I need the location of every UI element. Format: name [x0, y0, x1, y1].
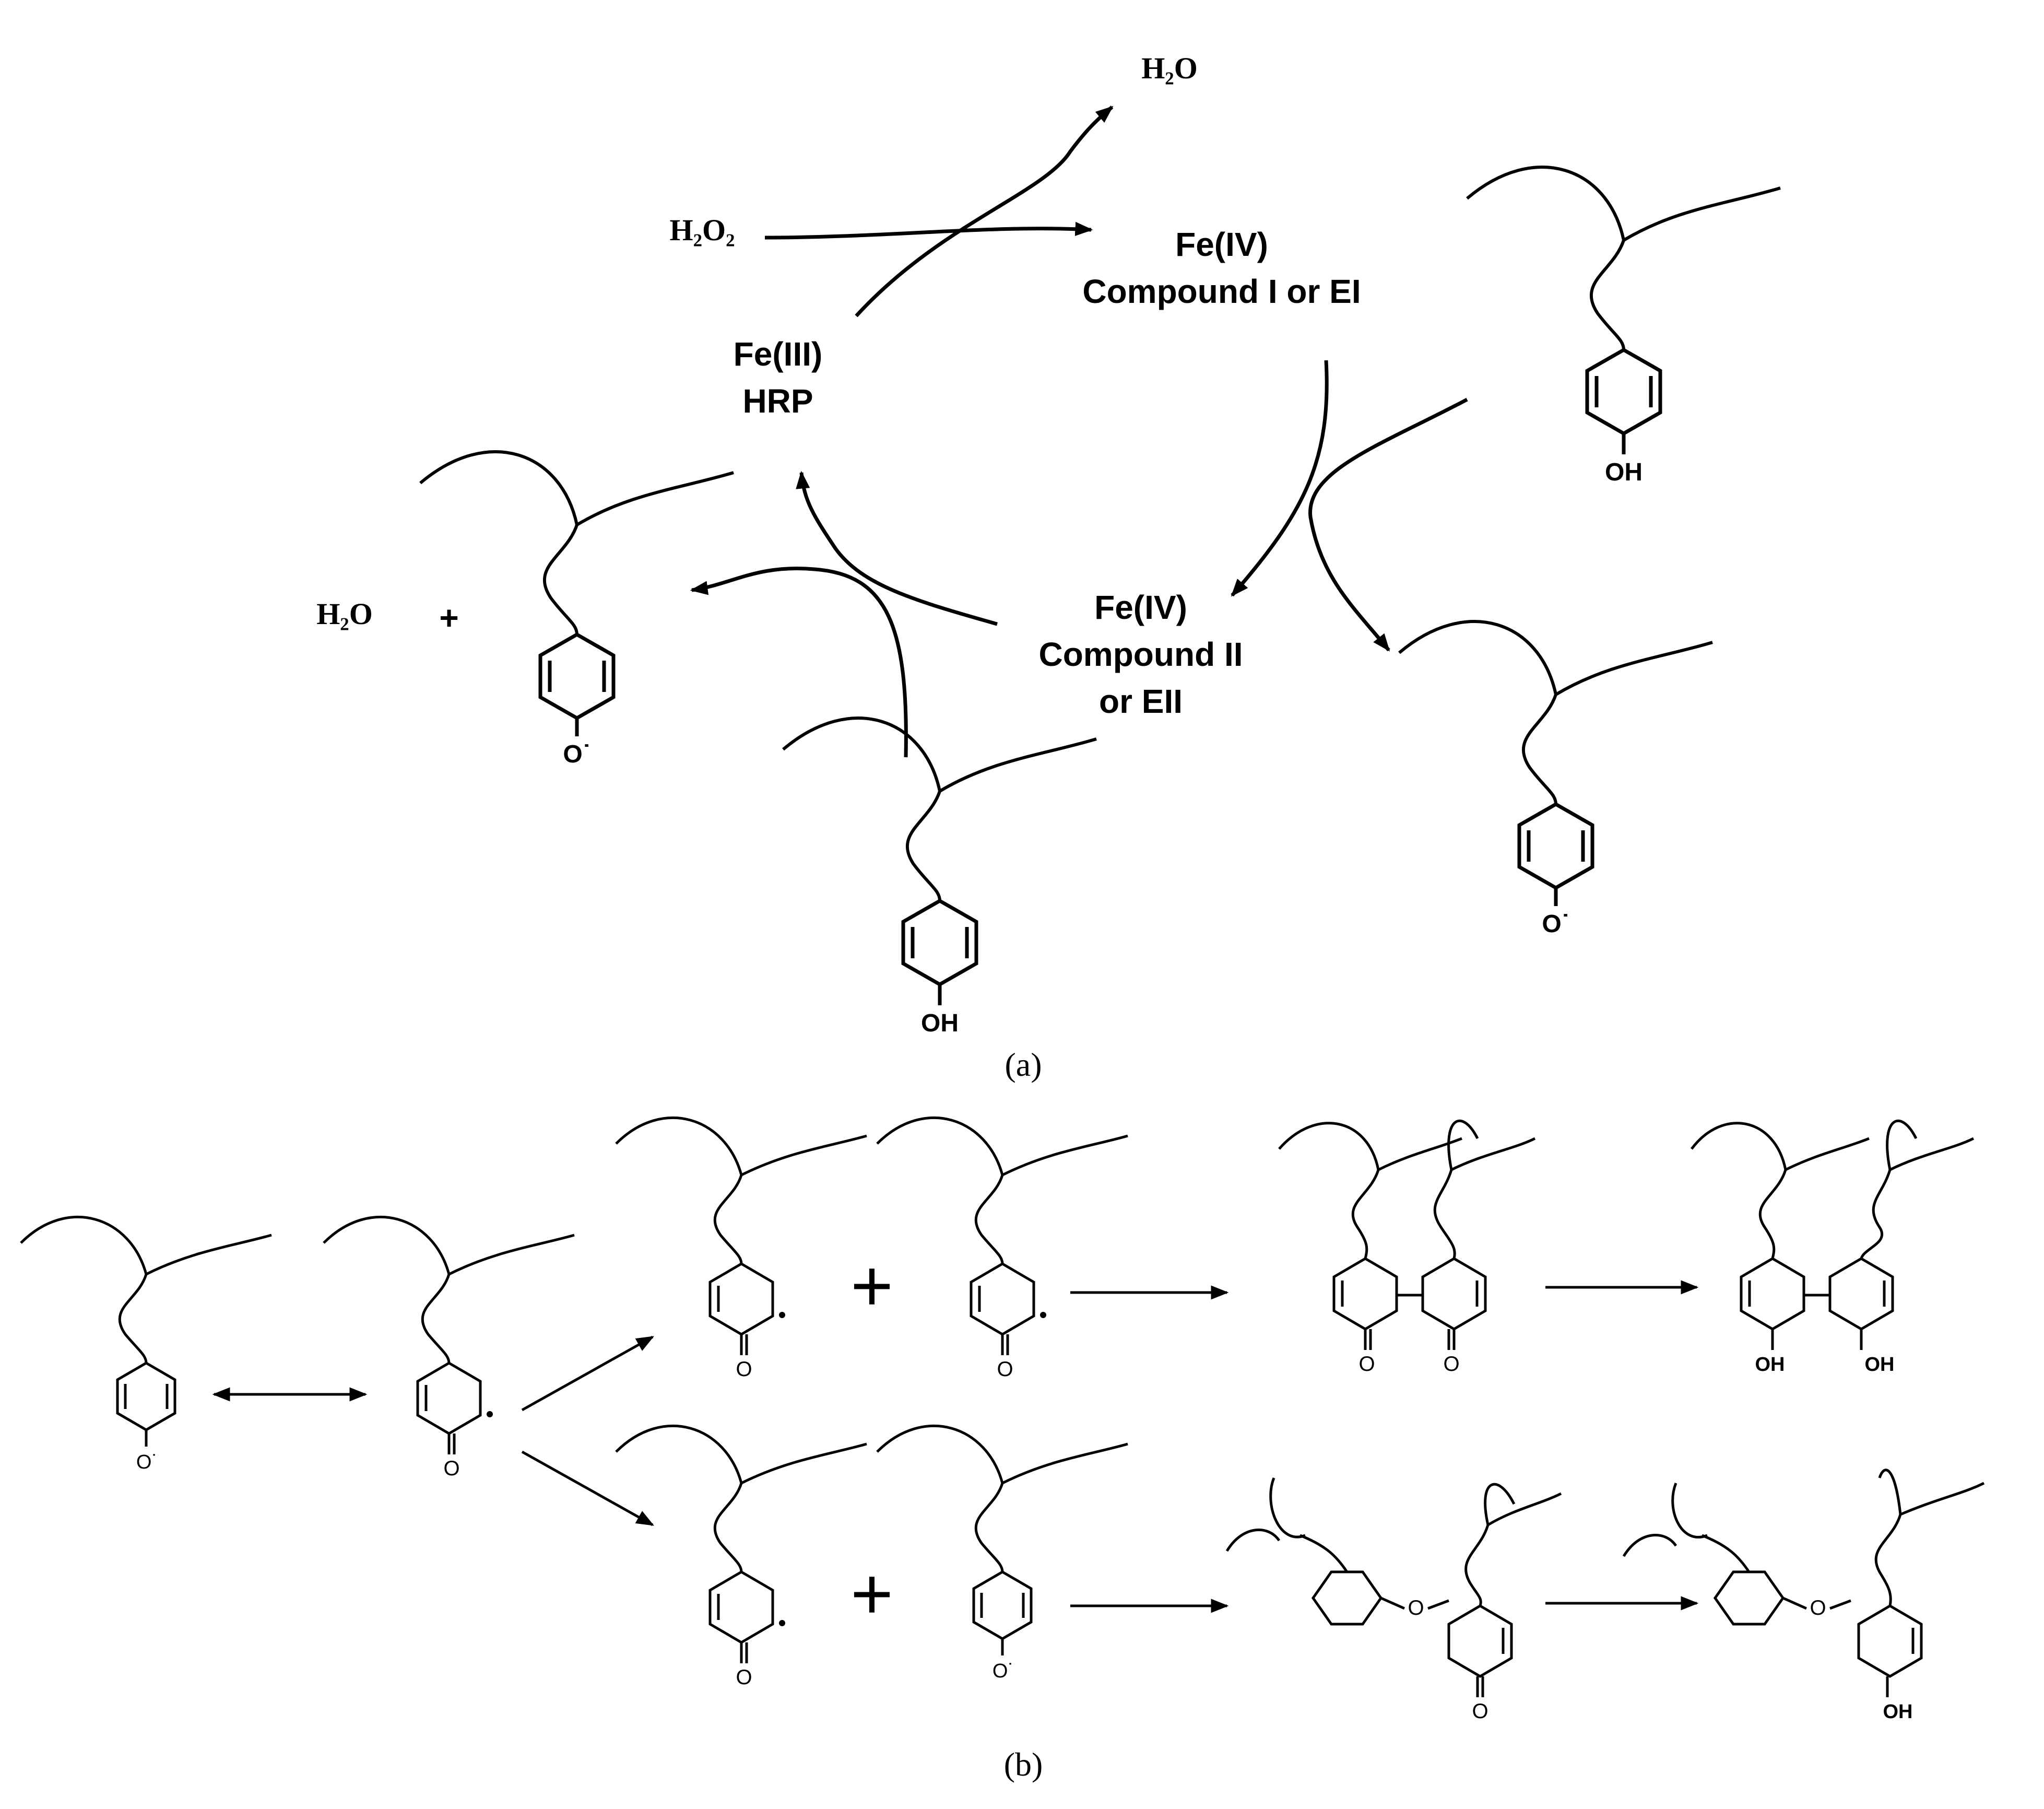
plus-sign: + — [439, 599, 458, 637]
plus-top: + — [850, 1244, 893, 1326]
o-label: O — [1472, 1700, 1488, 1723]
o-label: O — [1443, 1353, 1459, 1376]
branch-arrow-down — [521, 1450, 654, 1526]
h2o2-to-compound-i-arrow — [764, 221, 1093, 240]
quinoid-radical-top-1 — [616, 1118, 867, 1381]
caption-b: (b) — [1004, 1746, 1043, 1783]
quinoid-radical-bottom — [616, 1426, 867, 1689]
hrp-to-water-arrow — [855, 105, 1114, 318]
compound-i-line1: Fe(IV) — [1175, 226, 1268, 263]
fe3-state-line2: HRP — [742, 382, 813, 420]
panel-b: + O O — [21, 1118, 1985, 1783]
o-label: O — [1810, 1596, 1826, 1619]
phenoxy-radical-bottom — [877, 1426, 1128, 1682]
oh-label: OH — [1865, 1354, 1895, 1376]
compound-ii-line1: Fe(IV) — [1094, 589, 1187, 626]
tyramine-phenol-bottom — [783, 718, 1096, 1037]
phenol-to-radical-arrow-left — [690, 566, 908, 758]
co-dimer-keto: O O — [1225, 1477, 1562, 1723]
panel-a: H₂O H₂O₂ Fe(III) HRP Fe(IV) Compound I o… — [316, 51, 1780, 1083]
hydrogen-peroxide-label: H₂O₂ — [669, 213, 735, 247]
compound-ii-to-hrp-arrow — [796, 471, 998, 626]
caption-a: (a) — [1005, 1046, 1042, 1083]
quinoid-radical-top-2 — [877, 1118, 1128, 1381]
o-label: O — [1358, 1353, 1375, 1376]
phenoxy-radical-left — [420, 452, 734, 768]
phenoxy-radical-bottom-right — [1399, 621, 1712, 938]
compound-i-line2: Compound I or EI — [1082, 273, 1361, 310]
oh-label: OH — [1883, 1701, 1913, 1723]
water-top-label: H₂O — [1141, 51, 1198, 85]
compound-ii-line2: Compound II — [1038, 636, 1243, 673]
plus-bottom: + — [850, 1553, 893, 1635]
oh-label: OH — [1755, 1354, 1785, 1376]
quinoid-radical-b2 — [324, 1217, 574, 1480]
compound-ii-line3: or EII — [1099, 683, 1183, 720]
o-label: O — [1408, 1596, 1424, 1619]
co-dimer-phenol: O OH — [1622, 1469, 1985, 1723]
cc-dimer-keto: O O — [1278, 1119, 1536, 1376]
fe3-state-line1: Fe(III) — [734, 335, 823, 373]
phenoxy-radical-b1 — [21, 1217, 271, 1473]
cc-dimer-phenol: OH OH — [1691, 1119, 1975, 1376]
phenol-to-radical-arrow-right — [1308, 397, 1468, 652]
tyramine-phenol-top-right — [1467, 167, 1780, 486]
branch-arrow-up — [521, 1335, 654, 1412]
water-left-label: H₂O — [316, 597, 373, 631]
compound-i-to-compound-ii-arrow — [1231, 360, 1329, 597]
